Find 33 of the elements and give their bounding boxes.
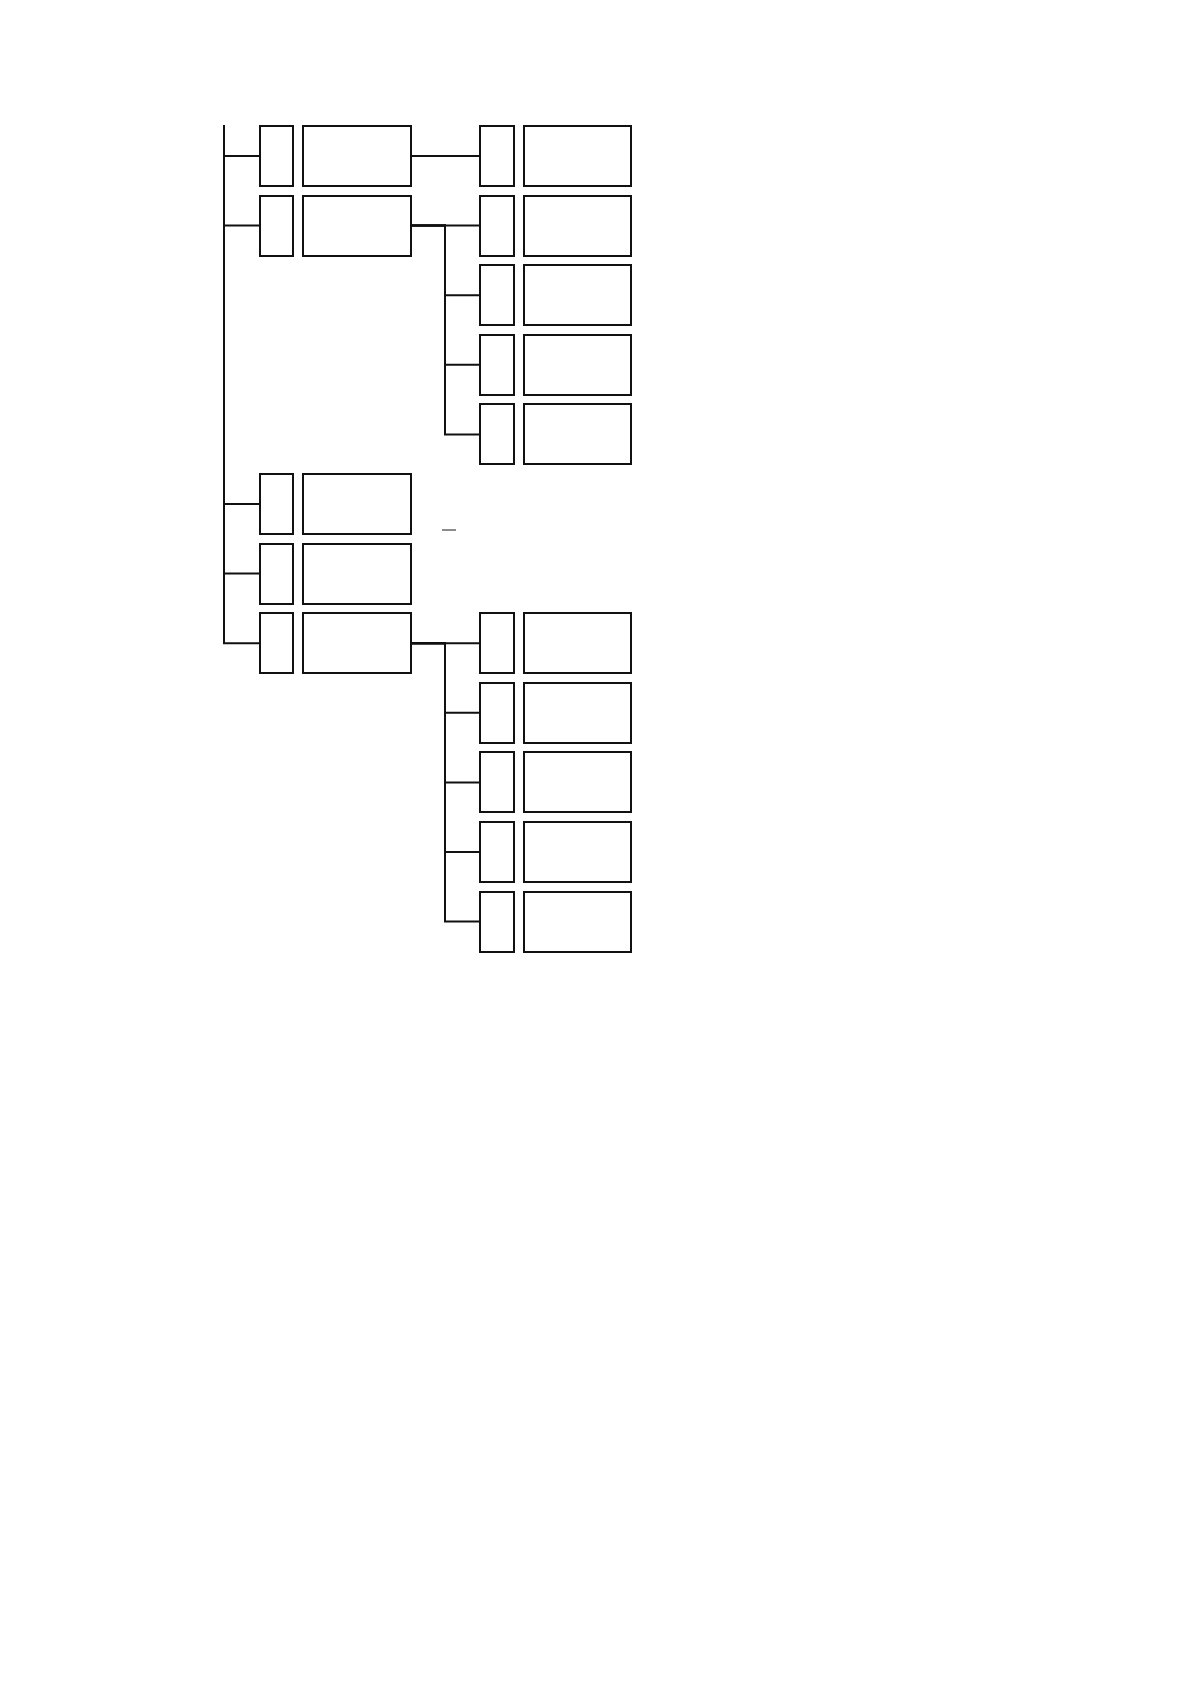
connector-line bbox=[411, 155, 480, 157]
empty-box bbox=[302, 612, 412, 675]
empty-box bbox=[479, 821, 515, 883]
empty-box bbox=[523, 264, 632, 327]
empty-box bbox=[259, 542, 294, 605]
empty-box bbox=[259, 612, 294, 675]
empty-box bbox=[302, 542, 412, 605]
empty-box bbox=[479, 890, 515, 953]
empty-box bbox=[523, 333, 632, 396]
empty-box bbox=[523, 890, 632, 953]
empty-box bbox=[259, 194, 294, 257]
empty-box bbox=[302, 194, 412, 257]
empty-box bbox=[259, 473, 294, 535]
empty-box bbox=[479, 751, 515, 814]
empty-box bbox=[302, 473, 412, 535]
empty-box bbox=[479, 333, 515, 396]
empty-box bbox=[259, 125, 294, 187]
empty-box bbox=[523, 403, 632, 466]
empty-box bbox=[479, 612, 515, 675]
empty-box bbox=[479, 125, 515, 187]
empty-box bbox=[523, 125, 632, 187]
empty-box bbox=[523, 821, 632, 883]
connector-line bbox=[411, 642, 480, 923]
empty-box bbox=[479, 681, 515, 744]
empty-box bbox=[523, 194, 632, 257]
empty-box bbox=[479, 264, 515, 327]
connector-line bbox=[411, 224, 480, 436]
empty-box bbox=[523, 751, 632, 814]
empty-box bbox=[479, 403, 515, 466]
empty-box bbox=[523, 612, 632, 675]
empty-box bbox=[302, 125, 412, 187]
empty-box bbox=[523, 681, 632, 744]
empty-box bbox=[479, 194, 515, 257]
